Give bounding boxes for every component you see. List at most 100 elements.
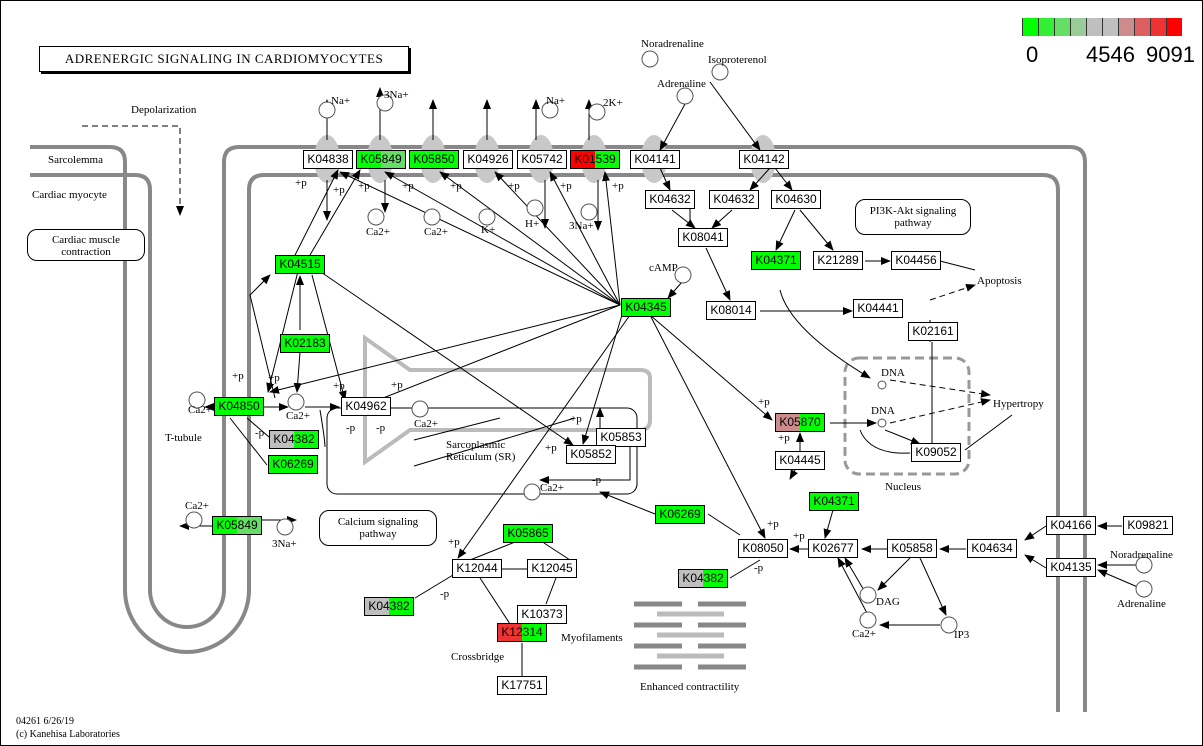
gene-node-k21289[interactable]: K21289: [813, 251, 863, 270]
ion-label: 3Na+: [272, 538, 297, 550]
legend-color-bar: [1022, 18, 1182, 36]
legend-max: 9091: [1146, 42, 1195, 67]
gene-node-k05865[interactable]: K05865: [503, 524, 553, 543]
phosphorylation-mark: +p: [333, 380, 345, 392]
gene-node-k08014[interactable]: K08014: [706, 301, 756, 320]
footer-copyright: (c) Kanehisa Laboratories: [16, 729, 120, 740]
gene-node-k05849[interactable]: K05849: [212, 516, 262, 535]
gene-node-k04445[interactable]: K04445: [775, 451, 825, 470]
gene-node-k04630[interactable]: K04630: [771, 190, 821, 209]
phosphorylation-mark: +p: [450, 180, 462, 192]
gene-node-k04441[interactable]: K04441: [853, 299, 903, 318]
gene-node-k05849[interactable]: K05849: [356, 150, 406, 169]
phosphorylation-mark: +p: [793, 530, 805, 542]
gene-node-k04515[interactable]: K04515: [275, 255, 325, 274]
gene-node-k04166[interactable]: K04166: [1046, 516, 1096, 535]
gene-node-k01539[interactable]: K01539: [570, 150, 620, 169]
pathway-link-calcium-signaling[interactable]: Calcium signaling pathway: [319, 510, 437, 546]
gene-node-k08041[interactable]: K08041: [678, 228, 728, 247]
edges: [179, 81, 1141, 629]
ion-label: 2K+: [603, 97, 623, 109]
gene-node-k02183[interactable]: K02183: [280, 334, 330, 353]
gene-node-k06269[interactable]: K06269: [268, 455, 318, 474]
myofilaments-graphic: [634, 601, 746, 670]
adrenaline-label[interactable]: Adrenaline: [1117, 598, 1166, 610]
gene-node-k04371[interactable]: K04371: [809, 492, 859, 511]
legend-swatch: [1166, 18, 1182, 36]
ion-label: 3Na+: [569, 220, 594, 232]
ion-label: Ca2+: [185, 500, 209, 512]
gene-node-k05853[interactable]: K05853: [596, 428, 646, 447]
gene-node-k04456[interactable]: K04456: [891, 251, 941, 270]
gene-node-k04371[interactable]: K04371: [751, 251, 801, 270]
gene-node-k04926[interactable]: K04926: [463, 150, 513, 169]
depolarization-arrow: [82, 125, 184, 216]
legend-swatch: [1134, 18, 1150, 36]
gene-node-k04634[interactable]: K04634: [967, 539, 1017, 558]
t-tubule-label: T-tubule: [165, 432, 202, 444]
pathway-link-pi3k-akt[interactable]: PI3K-Akt signaling pathway: [855, 199, 971, 235]
legend-min: 0: [1026, 42, 1039, 67]
hypertropy-label: Hypertropy: [993, 398, 1044, 410]
gene-node-k09821[interactable]: K09821: [1123, 516, 1173, 535]
legend-swatch: [1070, 18, 1086, 36]
dephosphorylation-mark: -p: [754, 562, 764, 574]
noradrenaline-label[interactable]: Noradrenaline: [1110, 549, 1173, 561]
ion-label: Ca2+: [286, 410, 310, 422]
gene-node-k05852[interactable]: K05852: [566, 445, 616, 464]
gene-node-k04382[interactable]: K04382: [678, 569, 728, 588]
phosphorylation-mark: +p: [333, 184, 345, 196]
ip3-label[interactable]: IP3: [954, 629, 970, 641]
gene-node-k04850[interactable]: K04850: [214, 397, 264, 416]
ion-label: Ca2+: [188, 404, 212, 416]
ion-label: H+: [525, 218, 540, 230]
adrenaline-label[interactable]: Adrenaline: [657, 78, 706, 90]
gene-node-k04141[interactable]: K04141: [630, 150, 680, 169]
gene-node-k02161[interactable]: K02161: [908, 322, 958, 341]
gene-node-k04632[interactable]: K04632: [709, 190, 759, 209]
isoproterenol-label[interactable]: Isoproterenol: [708, 54, 767, 66]
myofilaments-label: Myofilaments: [561, 632, 623, 644]
gene-node-k05870[interactable]: K05870: [775, 413, 825, 432]
gene-node-k09052[interactable]: K09052: [911, 443, 961, 462]
phosphorylation-mark: +p: [545, 442, 557, 454]
dephosphorylation-mark: -p: [440, 588, 450, 600]
gene-node-k12044[interactable]: K12044: [452, 559, 502, 578]
dag-label[interactable]: DAG: [876, 596, 900, 608]
ion-label: Ca2+: [424, 226, 448, 238]
gene-node-k05850[interactable]: K05850: [409, 150, 459, 169]
phosphorylation-mark: +p: [448, 536, 460, 548]
gene-node-k04142[interactable]: K04142: [739, 150, 789, 169]
gene-node-k02677[interactable]: K02677: [808, 539, 858, 558]
gene-node-k04345[interactable]: K04345: [621, 298, 671, 317]
compound-circles: [185, 50, 1153, 634]
gene-node-k04838[interactable]: K04838: [303, 150, 353, 169]
dephosphorylation-mark: -p: [376, 422, 386, 434]
noradrenaline-label[interactable]: Noradrenaline: [641, 38, 704, 50]
gene-node-k06269[interactable]: K06269: [655, 505, 705, 524]
gene-node-k08050[interactable]: K08050: [738, 539, 788, 558]
apoptosis-label[interactable]: Apoptosis: [977, 275, 1022, 287]
gene-node-k04135[interactable]: K04135: [1046, 558, 1096, 577]
legend-swatch: [1102, 18, 1118, 36]
ion-label: Na+: [546, 95, 566, 107]
legend-swatch: [1118, 18, 1134, 36]
ion-label: Ca2+: [540, 482, 564, 494]
gene-node-k12045[interactable]: K12045: [527, 559, 577, 578]
gene-node-k05858[interactable]: K05858: [887, 539, 937, 558]
gene-node-k04382[interactable]: K04382: [364, 597, 414, 616]
gene-node-k12314[interactable]: K12314: [497, 623, 547, 642]
nucleus-outline: [843, 356, 971, 476]
pathway-link-cardiac-muscle-contraction[interactable]: Cardiac muscle contraction: [27, 229, 145, 261]
camp-label[interactable]: cAMP: [649, 262, 678, 274]
gene-node-k17751[interactable]: K17751: [497, 676, 547, 695]
gene-node-k04962[interactable]: K04962: [341, 397, 391, 416]
gene-node-k10373[interactable]: K10373: [517, 605, 567, 624]
gene-node-k04382[interactable]: K04382: [269, 430, 319, 449]
gene-node-k04632[interactable]: K04632: [645, 190, 695, 209]
gene-node-k05742[interactable]: K05742: [517, 150, 567, 169]
inhibition-edges: [229, 205, 1013, 677]
nucleus-label: Nucleus: [885, 481, 922, 493]
dna-label: DNA: [871, 405, 895, 417]
